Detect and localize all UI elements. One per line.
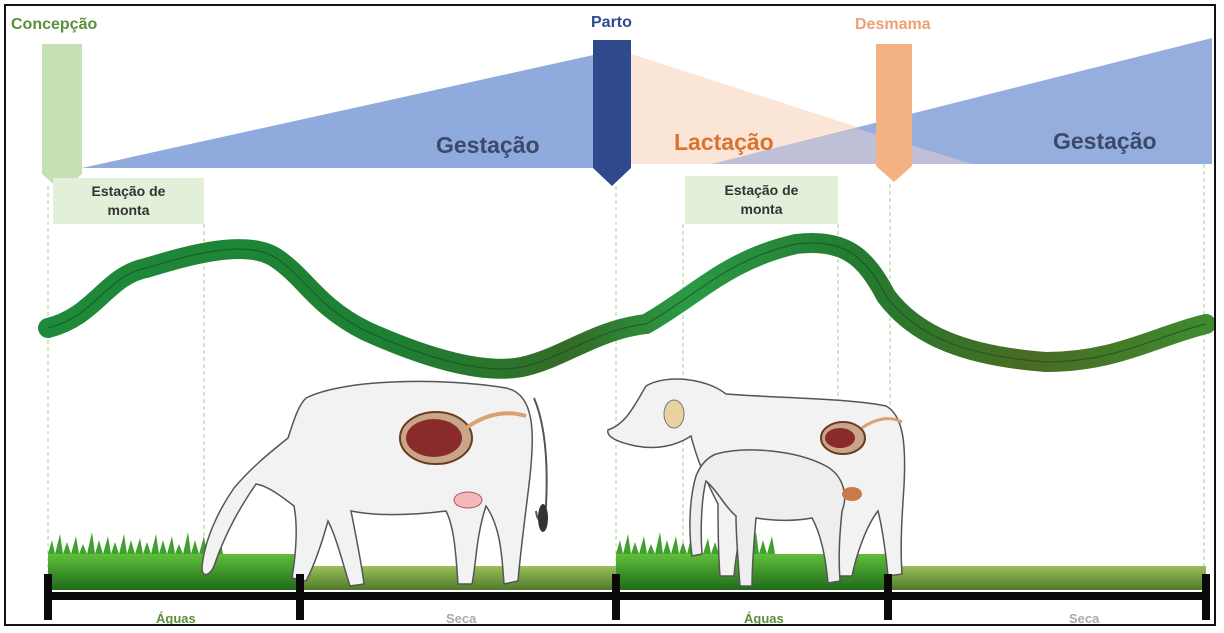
breeding-season-box-1: Estação de monta (53, 178, 204, 224)
breeding-season-box-2: Estação de monta (685, 176, 838, 224)
parto-label: Parto (591, 14, 632, 32)
gestacao-label-1: Gestação (436, 132, 540, 159)
season-seca-1: Seca (446, 611, 476, 626)
diagram-graphics (6, 6, 1216, 626)
season-aguas-1: Águas (156, 611, 196, 626)
cycle-diagram: Concepção Parto Desmama Gestação Lactaçã… (4, 4, 1216, 626)
season-aguas-2: Águas (744, 611, 784, 626)
concepcao-label: Concepção (11, 16, 97, 34)
breeding-season-label: Estação de monta (84, 182, 174, 220)
gestacao-label-2: Gestação (1053, 128, 1157, 155)
desmama-marker (876, 44, 912, 182)
breeding-season-label: Estação de monta (717, 181, 807, 219)
parto-marker (593, 40, 631, 186)
lactacao-label: Lactação (674, 129, 774, 156)
season-seca-2: Seca (1069, 611, 1099, 626)
concepcao-marker (42, 44, 82, 192)
pasture-quality-curve (48, 243, 1206, 369)
desmama-label: Desmama (855, 16, 931, 34)
